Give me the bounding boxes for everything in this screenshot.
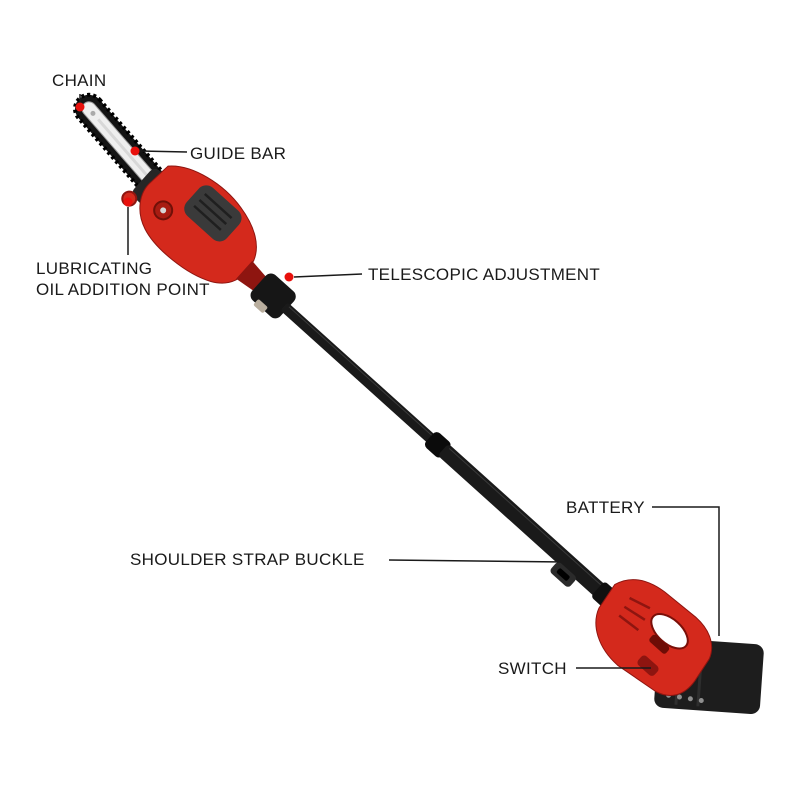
label-guide-bar-text: GUIDE BAR: [190, 144, 287, 163]
label-telescopic-adjustment: TELESCOPIC ADJUSTMENT: [368, 264, 600, 285]
label-lubricating-line1: LUBRICATING: [36, 259, 153, 278]
label-lubricating-line2: OIL ADDITION POINT: [36, 280, 210, 299]
label-lubricating-oil-addition-point: LUBRICATING OIL ADDITION POINT: [36, 258, 210, 300]
switch-part: [637, 655, 659, 676]
power-head-vents: [618, 596, 651, 632]
battery-indicator-light: [698, 698, 704, 704]
label-chain-text: CHAIN: [52, 71, 107, 90]
label-battery-text: BATTERY: [566, 498, 645, 517]
pole-highlight: [288, 306, 432, 436]
label-switch-text: SWITCH: [498, 659, 567, 678]
lubricating-marker-dot: [123, 197, 133, 207]
guide-bar-marker-dot: [130, 146, 140, 156]
battery-leader-line: [652, 506, 720, 636]
chain-teeth: [73, 92, 186, 217]
bar-tip-rivet: [90, 110, 96, 116]
motor-vents: [193, 193, 233, 231]
pole-upper-section: [281, 303, 436, 443]
buckle-slot: [556, 568, 570, 581]
annotations: [75, 94, 720, 669]
shoulder-strap-leader-line: [388, 559, 567, 563]
trigger-part: [649, 634, 670, 654]
pole-highlight: [448, 448, 602, 586]
telescopic-leader-line: [293, 273, 363, 278]
pole-lower-section: [439, 445, 605, 596]
guide-bar-leader-line: [139, 150, 188, 153]
label-guide-bar: GUIDE BAR: [190, 143, 286, 164]
joint-lock-lever: [253, 299, 268, 313]
label-chain: CHAIN: [52, 70, 106, 91]
battery-indicator-light: [676, 694, 682, 700]
label-telescopic-text: TELESCOPIC ADJUSTMENT: [368, 265, 601, 284]
telescopic-marker-dot: [284, 272, 294, 282]
battery-indicator-light: [687, 696, 693, 702]
label-shoulder-strap-buckle: SHOULDER STRAP BUCKLE: [130, 549, 365, 570]
label-shoulder-text: SHOULDER STRAP BUCKLE: [130, 550, 365, 569]
pole-saw-body: [73, 92, 713, 696]
label-switch: SWITCH: [498, 658, 567, 679]
label-battery: BATTERY: [566, 497, 645, 518]
chain-marker-dot: [75, 102, 85, 112]
sprocket-bolt: [160, 207, 167, 214]
